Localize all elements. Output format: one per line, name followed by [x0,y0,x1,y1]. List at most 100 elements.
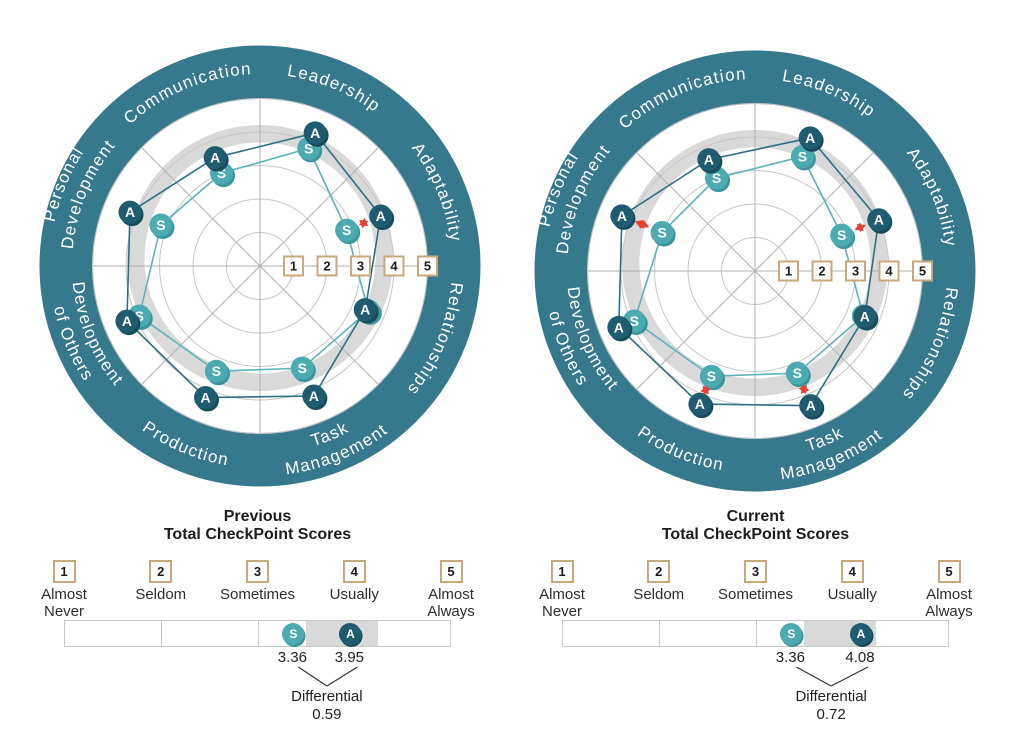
marker-letter: S [304,140,313,156]
score-bar: S A [562,620,949,647]
marker-s-personal-development: S [149,213,175,239]
scale-box-digit-3: 3 [357,259,364,274]
score-bar: S A [64,620,451,647]
marker-s-task-management: S [290,356,316,383]
marker-circle [798,126,822,150]
marker-letter: S [707,368,716,384]
marker-letter: A [874,212,884,228]
bar-divider-2 [659,621,661,646]
gap-arrow-head [702,385,711,395]
summary-title-line2: Total CheckPoint Scores [661,526,850,543]
marker-a-task-management: A [799,394,825,420]
scale-item-2: 2 Seldom [113,560,209,603]
scale-word-1: Almost Never [539,586,585,620]
spoke [636,152,756,272]
marker-circle [853,305,877,329]
marker-circle [369,204,393,228]
self-score-marker: S [282,623,305,645]
marker-circle [335,218,359,242]
scale-box-4 [383,255,405,277]
marker-a-development-of-others: A [115,309,141,336]
scale-word-5: Almost Always [427,586,475,620]
scale-box-3: 3 [744,560,767,583]
scale-box-5: 5 [439,560,463,583]
scale-item-4: 4 Usually [804,560,900,603]
marker-letter: S [657,225,666,241]
differential-connector [297,666,358,687]
marker-letter: S [837,227,846,243]
gap-arrow-personal-development [634,219,650,229]
spoke [259,147,379,267]
marker-letter: A [805,130,815,146]
marker-a-leadership: A [798,126,824,152]
marker-letter: S [798,148,807,164]
marker-s-adaptability: S [830,223,856,250]
marker-letter: A [360,302,370,318]
scale-box-digit-1: 1 [290,259,297,274]
marker-letter: A [614,319,624,335]
marker-letter: A [617,208,627,224]
all-observers-score-value: 3.95 [334,649,365,666]
scale-box-5 [912,260,933,282]
scale-word-3: Sometimes [717,586,794,603]
scale-box-1: 1 [52,560,76,583]
summary-title-line1: Current [726,508,785,525]
marker-circle [610,204,634,228]
scale-word-5: Almost Always [925,586,973,620]
scale-item-1: 1 Almost Never [514,560,610,620]
marker-letter: A [704,152,714,168]
marker-letter: S [793,365,802,381]
scale-item-3: 3 Sometimes [708,560,804,603]
scale-word-3: Sometimes [219,586,296,603]
gap-arrow-head [856,223,866,233]
scale-box-1: 1 [550,560,574,583]
marker-a-task-management: A [302,384,328,410]
summary-title-line2: Total CheckPoint Scores [163,526,352,543]
marker-letter: A [376,208,386,224]
category-ring [534,50,976,492]
marker-a-development-of-others: A [607,315,633,342]
scale-item-3: 3 Sometimes [210,560,306,603]
marker-s-adaptability: S [335,218,361,245]
marker-a-relationships: A [353,298,379,324]
differential-label: Differential [795,688,867,705]
marker-circle [303,121,327,145]
scale-box-5 [417,255,438,277]
scale-box-digit-4: 4 [390,259,398,274]
marker-circle [302,384,326,408]
marker-circle [785,361,809,385]
marker-letter: S [630,313,639,329]
marker-letter: S [135,308,144,324]
self-score-value: 3.36 [277,649,307,666]
scale-word-1: Almost Never [41,586,87,620]
marker-letter: A [122,313,132,329]
scale-box-3: 3 [246,560,269,583]
scale-word-4: Usually [827,586,877,603]
marker-letter: A [210,150,220,166]
scale-item-4: 4 Usually [306,560,402,603]
differential-label: Differential [291,688,363,705]
scale-box-digit-5: 5 [424,259,431,274]
scale-word-2: Seldom [135,586,187,603]
scale-box-4: 4 [342,560,366,583]
spoke [259,265,379,385]
marker-a-communication: A [697,148,723,174]
connector-line [830,666,869,687]
spoke [754,152,874,272]
scale-box-digit-2: 2 [818,264,825,279]
summary-title: Current Total CheckPoint Scores [562,508,949,544]
bar-divider-3 [257,621,259,646]
gap-arrow-production [700,385,711,395]
marker-letter: A [860,309,870,325]
marker-circle [115,309,139,333]
scale-word-4: Usually [329,586,379,603]
self-score-marker: S [780,623,803,645]
marker-circle [688,392,712,416]
gap-arrow-adaptability [854,222,866,233]
marker-letter: A [806,398,816,414]
spoke [754,270,874,390]
marker-s-production: S [204,359,230,386]
bar-divider-2 [161,621,163,646]
scale-box-5: 5 [937,560,961,583]
